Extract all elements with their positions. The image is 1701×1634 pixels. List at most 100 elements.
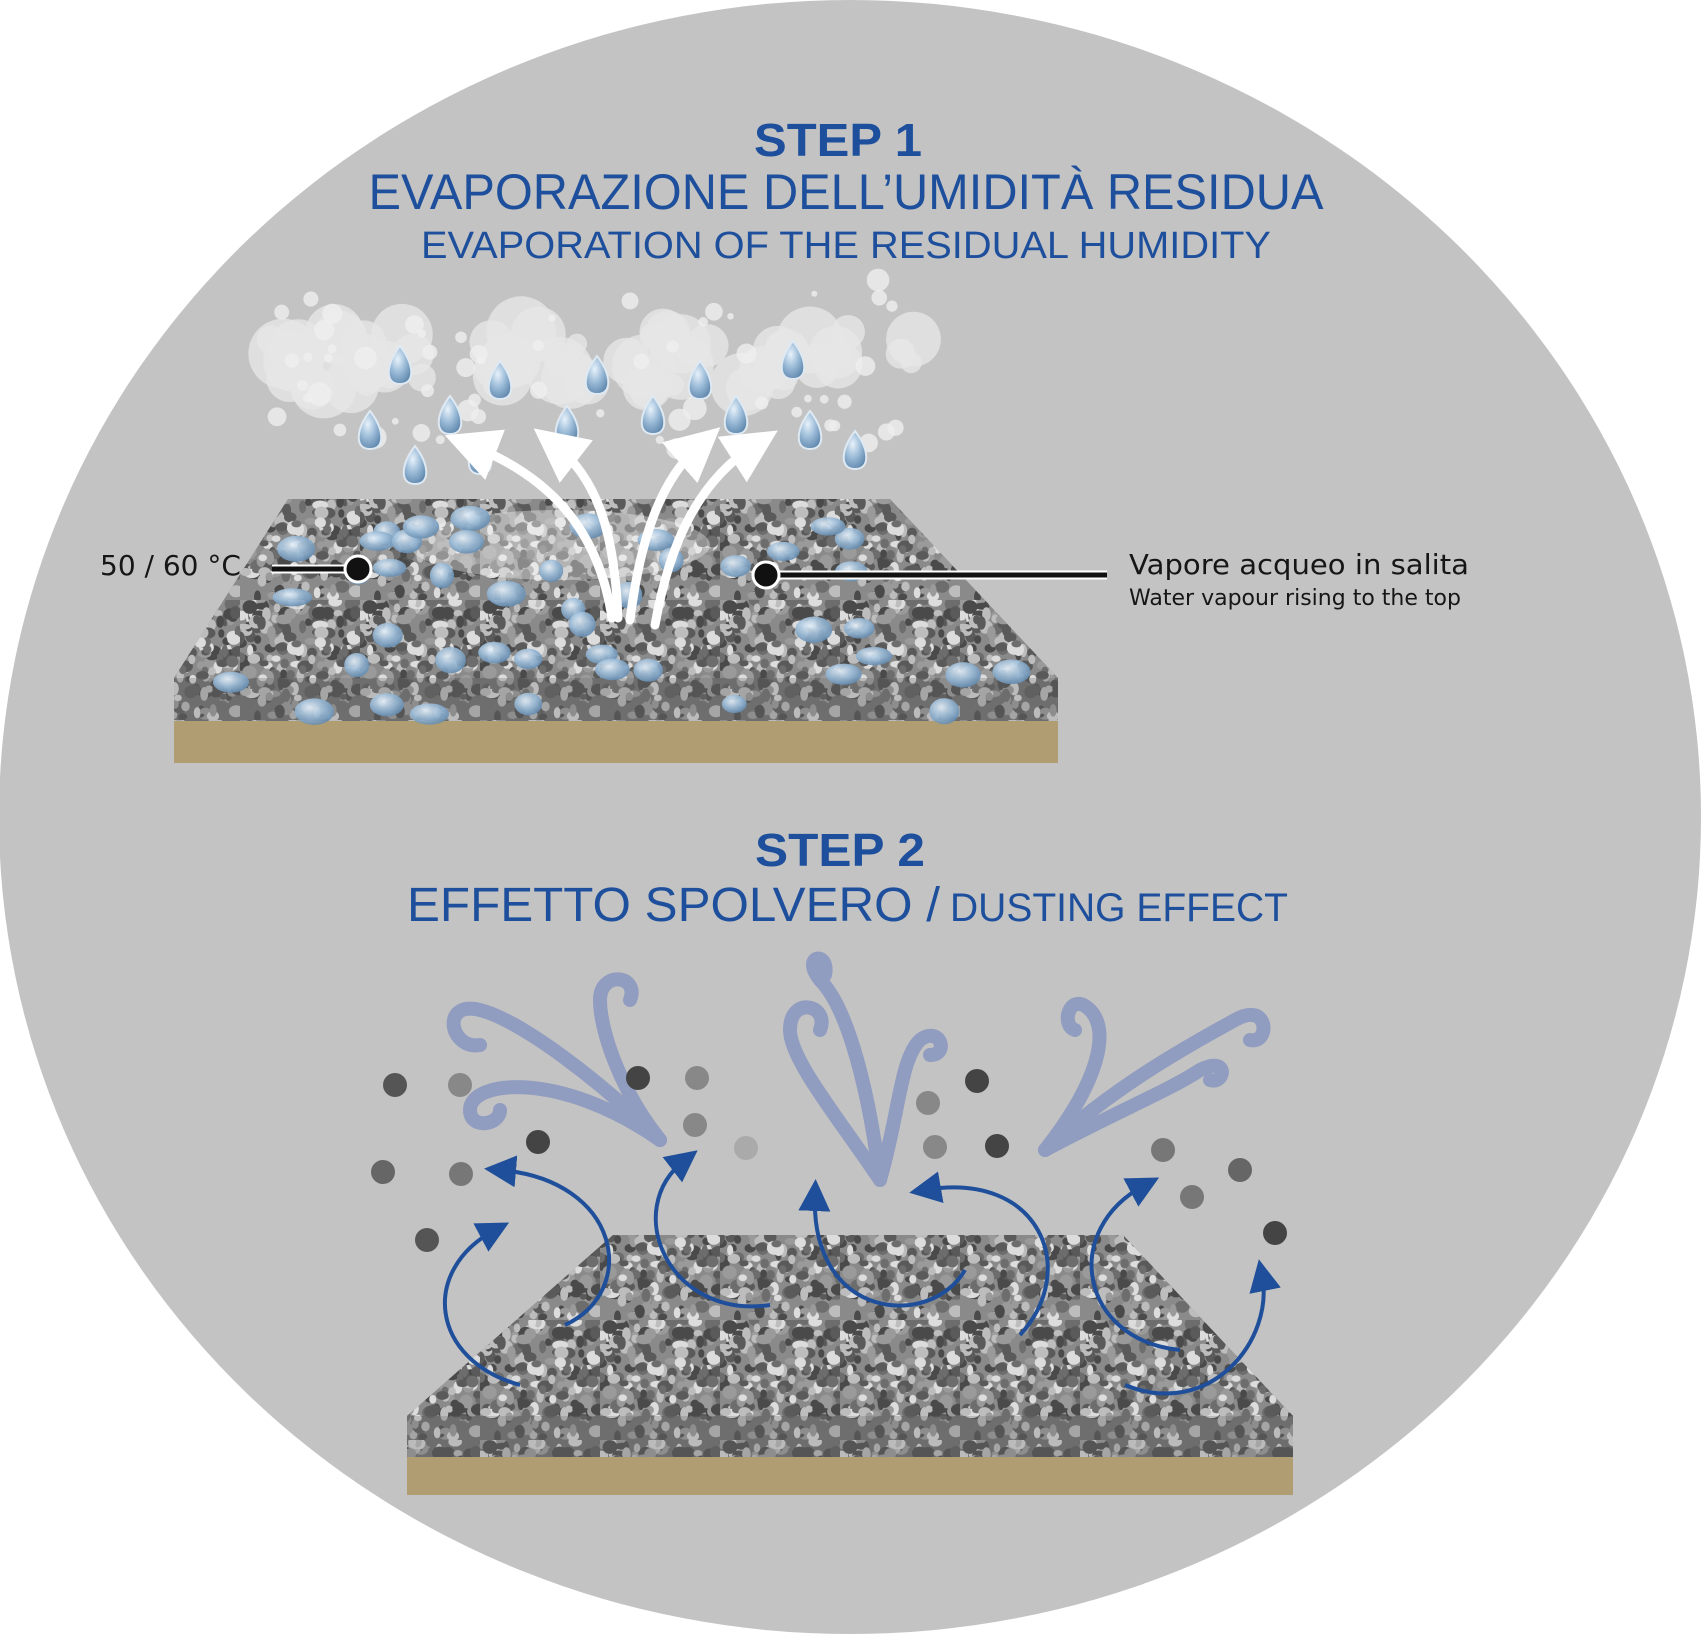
vapour-bubble bbox=[274, 304, 290, 320]
swirl bbox=[446, 1001, 667, 1147]
water-drop-icon bbox=[539, 559, 564, 582]
vapour-bubble bbox=[530, 381, 548, 399]
dust-particles bbox=[371, 1066, 1287, 1252]
vapour-bubble bbox=[887, 419, 904, 436]
rising-vapour-arrows bbox=[444, 427, 778, 630]
curved-arrow bbox=[1089, 1177, 1181, 1352]
step2-title-en: DUSTING EFFECT bbox=[950, 886, 1288, 930]
water-drop-icon bbox=[584, 354, 610, 396]
water-drop-icon bbox=[486, 580, 526, 607]
vapour-callout: Vapore acqueo in salita Water vapour ris… bbox=[751, 548, 1469, 611]
vapour-bubble bbox=[307, 382, 332, 406]
vapour-bubble bbox=[837, 394, 852, 409]
base-layer bbox=[174, 721, 1058, 763]
vapour-bubble bbox=[655, 435, 664, 445]
swirl bbox=[1038, 1058, 1229, 1157]
water-drop-icon bbox=[372, 622, 403, 648]
arrow-up-right-2 bbox=[650, 430, 778, 630]
water-drop-icon bbox=[687, 359, 713, 401]
vapour-bubble bbox=[404, 315, 424, 335]
dust-particle bbox=[1228, 1158, 1252, 1182]
vapour-bubble bbox=[468, 393, 481, 407]
vapour-bubble bbox=[296, 379, 309, 391]
curved-arrow bbox=[484, 1155, 612, 1327]
water-drop-icon bbox=[429, 562, 455, 589]
vapour-bubble bbox=[791, 406, 803, 418]
cloud-puff bbox=[639, 323, 665, 348]
cloud-puff bbox=[831, 314, 865, 349]
vapour-bubble bbox=[456, 358, 476, 378]
cloud-puff bbox=[248, 318, 319, 389]
dust-particle bbox=[1263, 1221, 1287, 1245]
temperature-callout: 50 / 60 °C bbox=[100, 549, 373, 584]
vapour-bubble bbox=[412, 424, 431, 442]
arrow-up-left-2 bbox=[533, 428, 623, 623]
water-drop-icon bbox=[929, 698, 960, 725]
vapour-bubble bbox=[469, 344, 488, 364]
vapour-bubble bbox=[327, 344, 337, 354]
water-drop-icon bbox=[795, 616, 833, 643]
vapour-bubble bbox=[866, 268, 890, 292]
pavement-slab-step2 bbox=[407, 1235, 1293, 1495]
water-drop-icon bbox=[825, 663, 862, 685]
swirl bbox=[873, 1028, 948, 1187]
vapour-bubble bbox=[698, 317, 709, 327]
vapour-bubble bbox=[886, 300, 898, 312]
water-drop-icon bbox=[633, 658, 663, 682]
vapour-bubble bbox=[532, 340, 544, 352]
curved-arrow bbox=[798, 1179, 967, 1308]
water-drop-icon bbox=[359, 531, 396, 551]
temperature-label: 50 / 60 °C bbox=[100, 549, 241, 582]
cloud-puff bbox=[662, 374, 684, 396]
curved-arrow bbox=[1124, 1259, 1281, 1396]
dust-particle bbox=[985, 1134, 1009, 1158]
vapour-bubble bbox=[303, 352, 313, 362]
water-drop-icon bbox=[855, 646, 893, 666]
dust-particle bbox=[449, 1162, 473, 1186]
vapour-bubble bbox=[668, 408, 691, 431]
dust-particle bbox=[916, 1091, 940, 1115]
water-drop-icon bbox=[797, 409, 823, 451]
dust-particle bbox=[371, 1160, 395, 1184]
water-drop-icon bbox=[945, 662, 981, 688]
cloud-puff bbox=[603, 337, 651, 385]
vapour-bubble bbox=[819, 394, 829, 404]
dust-particle bbox=[1151, 1138, 1175, 1162]
dust-particle bbox=[1180, 1185, 1204, 1209]
water-drop-icon bbox=[402, 515, 440, 539]
vapour-bubble bbox=[871, 290, 888, 306]
curved-arrow bbox=[909, 1171, 1050, 1337]
water-drop-icon bbox=[402, 444, 428, 486]
vapour-bubble bbox=[755, 396, 769, 410]
water-drop-icon bbox=[448, 529, 485, 554]
water-drop-icon bbox=[357, 409, 383, 451]
vapour-bubble bbox=[736, 343, 757, 364]
water-drop-icon bbox=[487, 359, 513, 401]
dust-particle bbox=[965, 1069, 989, 1093]
vapour-bubble bbox=[824, 419, 837, 432]
cloud-puff bbox=[885, 338, 916, 369]
circulation-arrows bbox=[443, 1150, 1281, 1396]
dust-particle bbox=[448, 1073, 472, 1097]
vapour-bubble bbox=[621, 292, 639, 310]
water-drop-icon bbox=[450, 505, 491, 531]
water-drop-icon bbox=[277, 535, 316, 562]
water-drop-icon bbox=[766, 541, 800, 562]
water-drop-icon bbox=[272, 588, 313, 607]
dust-particle bbox=[923, 1135, 947, 1159]
water-drop-icon bbox=[294, 698, 334, 725]
vapour-bubble bbox=[811, 290, 818, 297]
vapour-bubble bbox=[666, 340, 679, 353]
vapour-bubble bbox=[421, 384, 435, 398]
vapour-bubble bbox=[322, 303, 343, 324]
dust-particle bbox=[415, 1228, 439, 1252]
cloud-puff bbox=[685, 324, 729, 367]
vapour-bubble bbox=[333, 423, 347, 437]
dust-swirls bbox=[446, 951, 1271, 1187]
water-drop-icon bbox=[478, 641, 511, 664]
swirl bbox=[806, 951, 887, 1187]
vapour-bubble bbox=[435, 435, 445, 445]
dust-particle bbox=[685, 1066, 709, 1090]
water-drop-icon bbox=[568, 611, 596, 637]
water-drop-icon bbox=[409, 703, 450, 725]
